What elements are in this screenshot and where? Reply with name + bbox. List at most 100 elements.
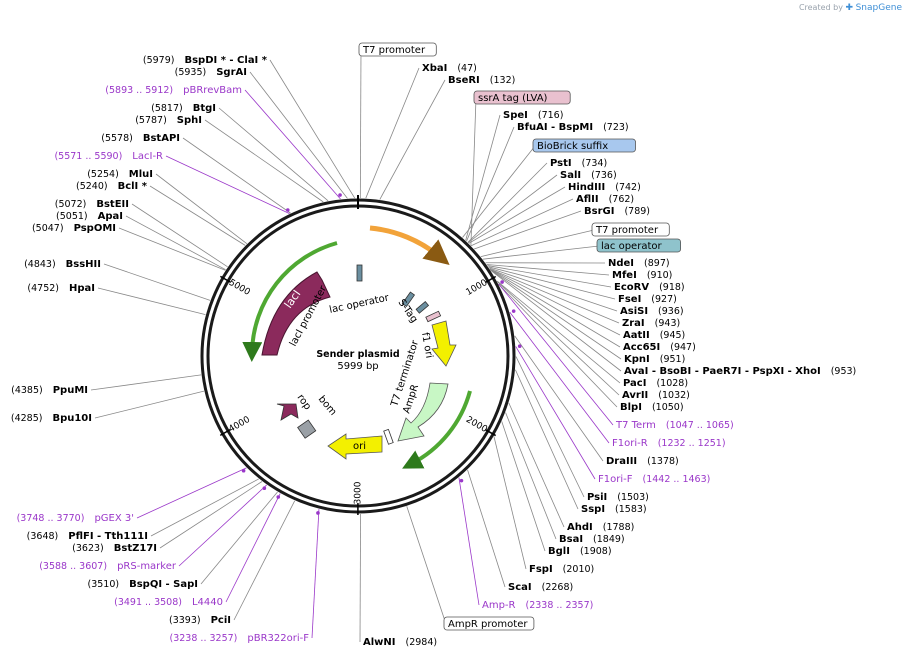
leader-line bbox=[487, 265, 612, 288]
boxed-feature-label: AmpR promoter bbox=[448, 619, 528, 630]
leader-line bbox=[515, 356, 585, 498]
primer-label-left: (3588 .. 3607)pRS-marker bbox=[39, 561, 177, 572]
site-label-right: BlpI(1050) bbox=[620, 402, 684, 413]
primer-label-left: (5893 .. 5912)pBRrevBam bbox=[105, 85, 242, 96]
primer-label-right: F1ori-R(1232 .. 1251) bbox=[612, 438, 726, 449]
site-label-right: BseRI(132) bbox=[448, 75, 515, 86]
boxed-feature: T7 promoter bbox=[358, 42, 437, 57]
tick-mark bbox=[484, 275, 497, 284]
site-label-right: EcoRV(918) bbox=[614, 282, 685, 293]
snapgene-brand: Created by ✚ SnapGene bbox=[799, 3, 902, 13]
site-label-left: (5240)BclI * bbox=[76, 181, 148, 192]
site-label-right: XbaI(47) bbox=[422, 63, 477, 74]
leader-line bbox=[97, 287, 206, 316]
leader-line bbox=[470, 198, 574, 247]
tick-label: 5000 bbox=[227, 278, 252, 298]
right-site-labels: XbaI(47)BseRI(132) SpeI(716)BfuAI - BspMI… bbox=[363, 63, 856, 648]
site-label-right: BsaI(1849) bbox=[559, 534, 625, 545]
tick-label: 2000 bbox=[464, 415, 489, 435]
site-label-right: SspI(1583) bbox=[581, 504, 647, 515]
leader-line bbox=[515, 369, 579, 510]
site-label-right: AatII(945) bbox=[623, 330, 685, 341]
boxed-feature: T7 promoter bbox=[591, 222, 670, 237]
primer-mark bbox=[316, 511, 320, 515]
boxed-feature: lac operator bbox=[596, 238, 681, 253]
leader-line bbox=[501, 421, 546, 552]
site-label-right: AflII(762) bbox=[576, 194, 634, 205]
leader-line bbox=[244, 89, 341, 200]
leader-line bbox=[482, 245, 600, 260]
s-tag-label: S-Tag bbox=[396, 297, 420, 325]
site-label-left: (5979)BspDI * - ClaI * bbox=[143, 55, 268, 66]
brand-prefix: Created by bbox=[798, 3, 843, 12]
primer-mark bbox=[241, 468, 246, 473]
leader-line bbox=[204, 119, 324, 203]
leader-line bbox=[474, 210, 582, 250]
primer-mark bbox=[459, 478, 464, 483]
site-label-left: (5935)SgrAI bbox=[175, 67, 247, 78]
f1ori-label: f1 ori bbox=[419, 332, 434, 360]
rop-label: rop bbox=[295, 392, 313, 412]
primer-mark bbox=[262, 486, 267, 490]
ori-label: ori bbox=[353, 441, 366, 452]
site-label-left: (5072)BstEII bbox=[55, 199, 129, 210]
site-label-left: (5051)ApaI bbox=[56, 211, 123, 222]
site-label-left: (5254)MluI bbox=[87, 169, 153, 180]
site-label-right: MfeI(910) bbox=[612, 270, 672, 281]
leader-line bbox=[498, 283, 614, 426]
site-label-left: (4843)BssHII bbox=[24, 259, 101, 270]
leader-line bbox=[458, 477, 480, 606]
leader-line bbox=[490, 270, 622, 372]
leader-line bbox=[406, 506, 447, 625]
boxed-feature: AmpR promoter bbox=[443, 616, 535, 631]
site-label-right: AvaI - BsoBI - PaeR7I - PspXI - XhoI(953… bbox=[624, 366, 856, 377]
site-label-left: (3623)BstZ17I bbox=[72, 543, 157, 554]
leader-line bbox=[311, 509, 320, 639]
site-label-right: AlwNI(2984) bbox=[363, 637, 437, 648]
leader-line bbox=[486, 264, 610, 276]
arc-orange bbox=[369, 225, 450, 265]
leader-line bbox=[515, 346, 596, 480]
leader-line bbox=[103, 263, 211, 301]
leader-line bbox=[493, 436, 527, 570]
leader-line bbox=[490, 269, 622, 360]
primer-label-left: (3748 .. 3770)pGEX 3' bbox=[17, 513, 134, 524]
site-label-right: ScaI(2268) bbox=[508, 582, 573, 593]
site-label-left: (5047)PspOMI bbox=[32, 223, 116, 234]
leader-line bbox=[498, 284, 618, 408]
site-label-right: BsrGI(789) bbox=[584, 206, 650, 217]
ampr-promoter-mark bbox=[383, 428, 394, 445]
site-label-right: AhdI(1788) bbox=[567, 522, 634, 533]
leader-line bbox=[155, 173, 248, 245]
primer-label-left: (3491 .. 3508)L4440 bbox=[114, 597, 223, 608]
leader-line bbox=[249, 71, 348, 199]
primer-marks bbox=[241, 193, 522, 515]
brand-name: SnapGene bbox=[855, 3, 902, 13]
leader-line bbox=[489, 268, 621, 336]
ori-feature bbox=[327, 433, 383, 460]
site-label-right: BglI(1908) bbox=[548, 546, 612, 557]
leader-line bbox=[496, 280, 621, 384]
tick-label: 4000 bbox=[227, 415, 252, 435]
arc-green-left bbox=[242, 241, 338, 362]
primer-mark bbox=[276, 495, 281, 499]
site-label-right: SpeI(716) bbox=[503, 110, 563, 121]
leader-lines bbox=[90, 49, 622, 643]
leader-line bbox=[131, 203, 228, 268]
tick-mark bbox=[219, 275, 232, 284]
leader-line bbox=[470, 97, 477, 246]
leader-line bbox=[269, 59, 356, 199]
leader-line bbox=[94, 390, 205, 419]
boxed-feature-label: lac operator bbox=[601, 241, 662, 252]
leader-line bbox=[490, 269, 621, 348]
lacI-feature bbox=[261, 271, 331, 356]
leader-line bbox=[462, 145, 536, 238]
tick-label: 1000 bbox=[464, 278, 489, 298]
boxed-feature: BioBrick suffix bbox=[532, 138, 636, 153]
site-label-left: (4285)Bpu10I bbox=[11, 413, 92, 424]
site-label-left: (4385)PpuMI bbox=[11, 385, 88, 396]
site-label-right: AvrII(1032) bbox=[622, 390, 690, 401]
site-label-right: BfuAI - BspMI(723) bbox=[517, 122, 629, 133]
site-label-right: FseI(927) bbox=[618, 294, 677, 305]
